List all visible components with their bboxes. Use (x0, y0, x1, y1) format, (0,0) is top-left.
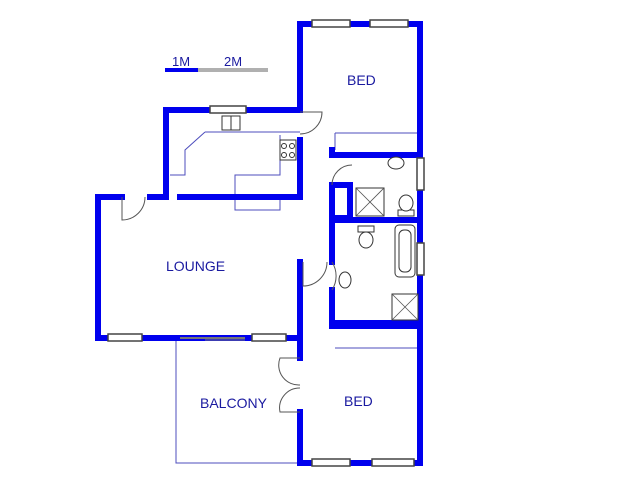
window-bottom-bed-2 (371, 458, 415, 467)
window-top-bed-1 (311, 19, 351, 28)
window-lounge (107, 333, 143, 342)
toilet-icon-2 (358, 231, 374, 249)
basin-icon (387, 156, 405, 170)
window-bottom-bed-1 (311, 458, 351, 467)
scale-label-2m: 2M (224, 54, 242, 69)
room-label-lounge: LOUNGE (166, 258, 225, 274)
room-label-bed-bottom: BED (344, 393, 373, 409)
room-label-bed-top: BED (347, 72, 376, 88)
window-top-bed-2 (369, 19, 409, 28)
windows (107, 19, 425, 467)
room-label-balcony: BALCONY (200, 395, 268, 411)
interior-lines (170, 131, 418, 464)
toilet-tank-icon-2 (357, 225, 375, 233)
fixtures (221, 115, 419, 321)
window-bath-1 (416, 157, 425, 191)
basin-icon-2 (338, 271, 352, 289)
window-lounge-2 (251, 333, 287, 342)
window-bath-2 (416, 242, 425, 276)
scale-bar: 1M 2M (165, 54, 268, 72)
walls (95, 21, 423, 466)
toilet-icon (398, 194, 414, 212)
window-kitchen (209, 105, 247, 114)
scale-label-1m: 1M (172, 54, 190, 69)
room-labels: BED LOUNGE BALCONY BED (166, 72, 376, 411)
doors (121, 111, 353, 413)
